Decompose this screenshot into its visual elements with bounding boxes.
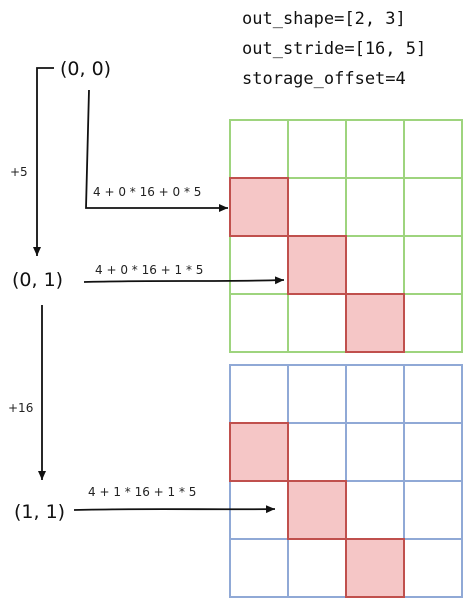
grid-cell [345,119,405,179]
formula-label-2: 4 + 1 * 16 + 1 * 5 [88,485,196,499]
formula-label-0: 4 + 0 * 16 + 0 * 5 [93,185,201,199]
highlighted-cell [229,177,289,237]
grid-cell [287,364,347,424]
grid-cell [345,177,405,237]
grid-cell [345,422,405,482]
out-shape-text: out_shape=[2, 3] [242,9,406,29]
highlighted-cell [229,422,289,482]
grid-cell [403,119,463,179]
grid-cell [345,364,405,424]
grid-cell [287,119,347,179]
step-arrow-plus5 [33,67,54,256]
grid-cell [403,293,463,353]
out-stride-text: out_stride=[16, 5] [242,39,426,59]
grid-cell [229,364,289,424]
highlighted-cell [345,293,405,353]
grid-bottom [229,364,463,598]
grid-cell [403,422,463,482]
grid-cell [403,235,463,295]
grid-cell [345,480,405,540]
highlighted-cell [287,480,347,540]
storage-offset-text: storage_offset=4 [242,69,406,89]
grid-cell [403,364,463,424]
highlighted-cell [287,235,347,295]
grid-cell [287,177,347,237]
index-label-0-1: (0, 1) [12,269,63,291]
grid-cell [403,480,463,540]
step-label-plus16: +16 [8,401,33,415]
grid-cell [229,119,289,179]
formula-arrow-2 [73,505,276,514]
grid-top [229,119,463,353]
grid-cell [287,293,347,353]
formula-arrow-1 [83,276,285,285]
grid-cell [229,538,289,598]
highlighted-cell [345,538,405,598]
grid-cell [403,538,463,598]
grid-cell [229,293,289,353]
grid-cell [287,538,347,598]
grid-cell [287,422,347,482]
step-label-plus5: +5 [10,165,28,179]
formula-label-1: 4 + 0 * 16 + 1 * 5 [95,263,203,277]
formula-arrow-0 [85,89,228,212]
index-label-0-0: (0, 0) [60,58,111,80]
grid-cell [403,177,463,237]
grid-cell [345,235,405,295]
grid-cell [229,235,289,295]
index-label-1-1: (1, 1) [14,501,65,523]
